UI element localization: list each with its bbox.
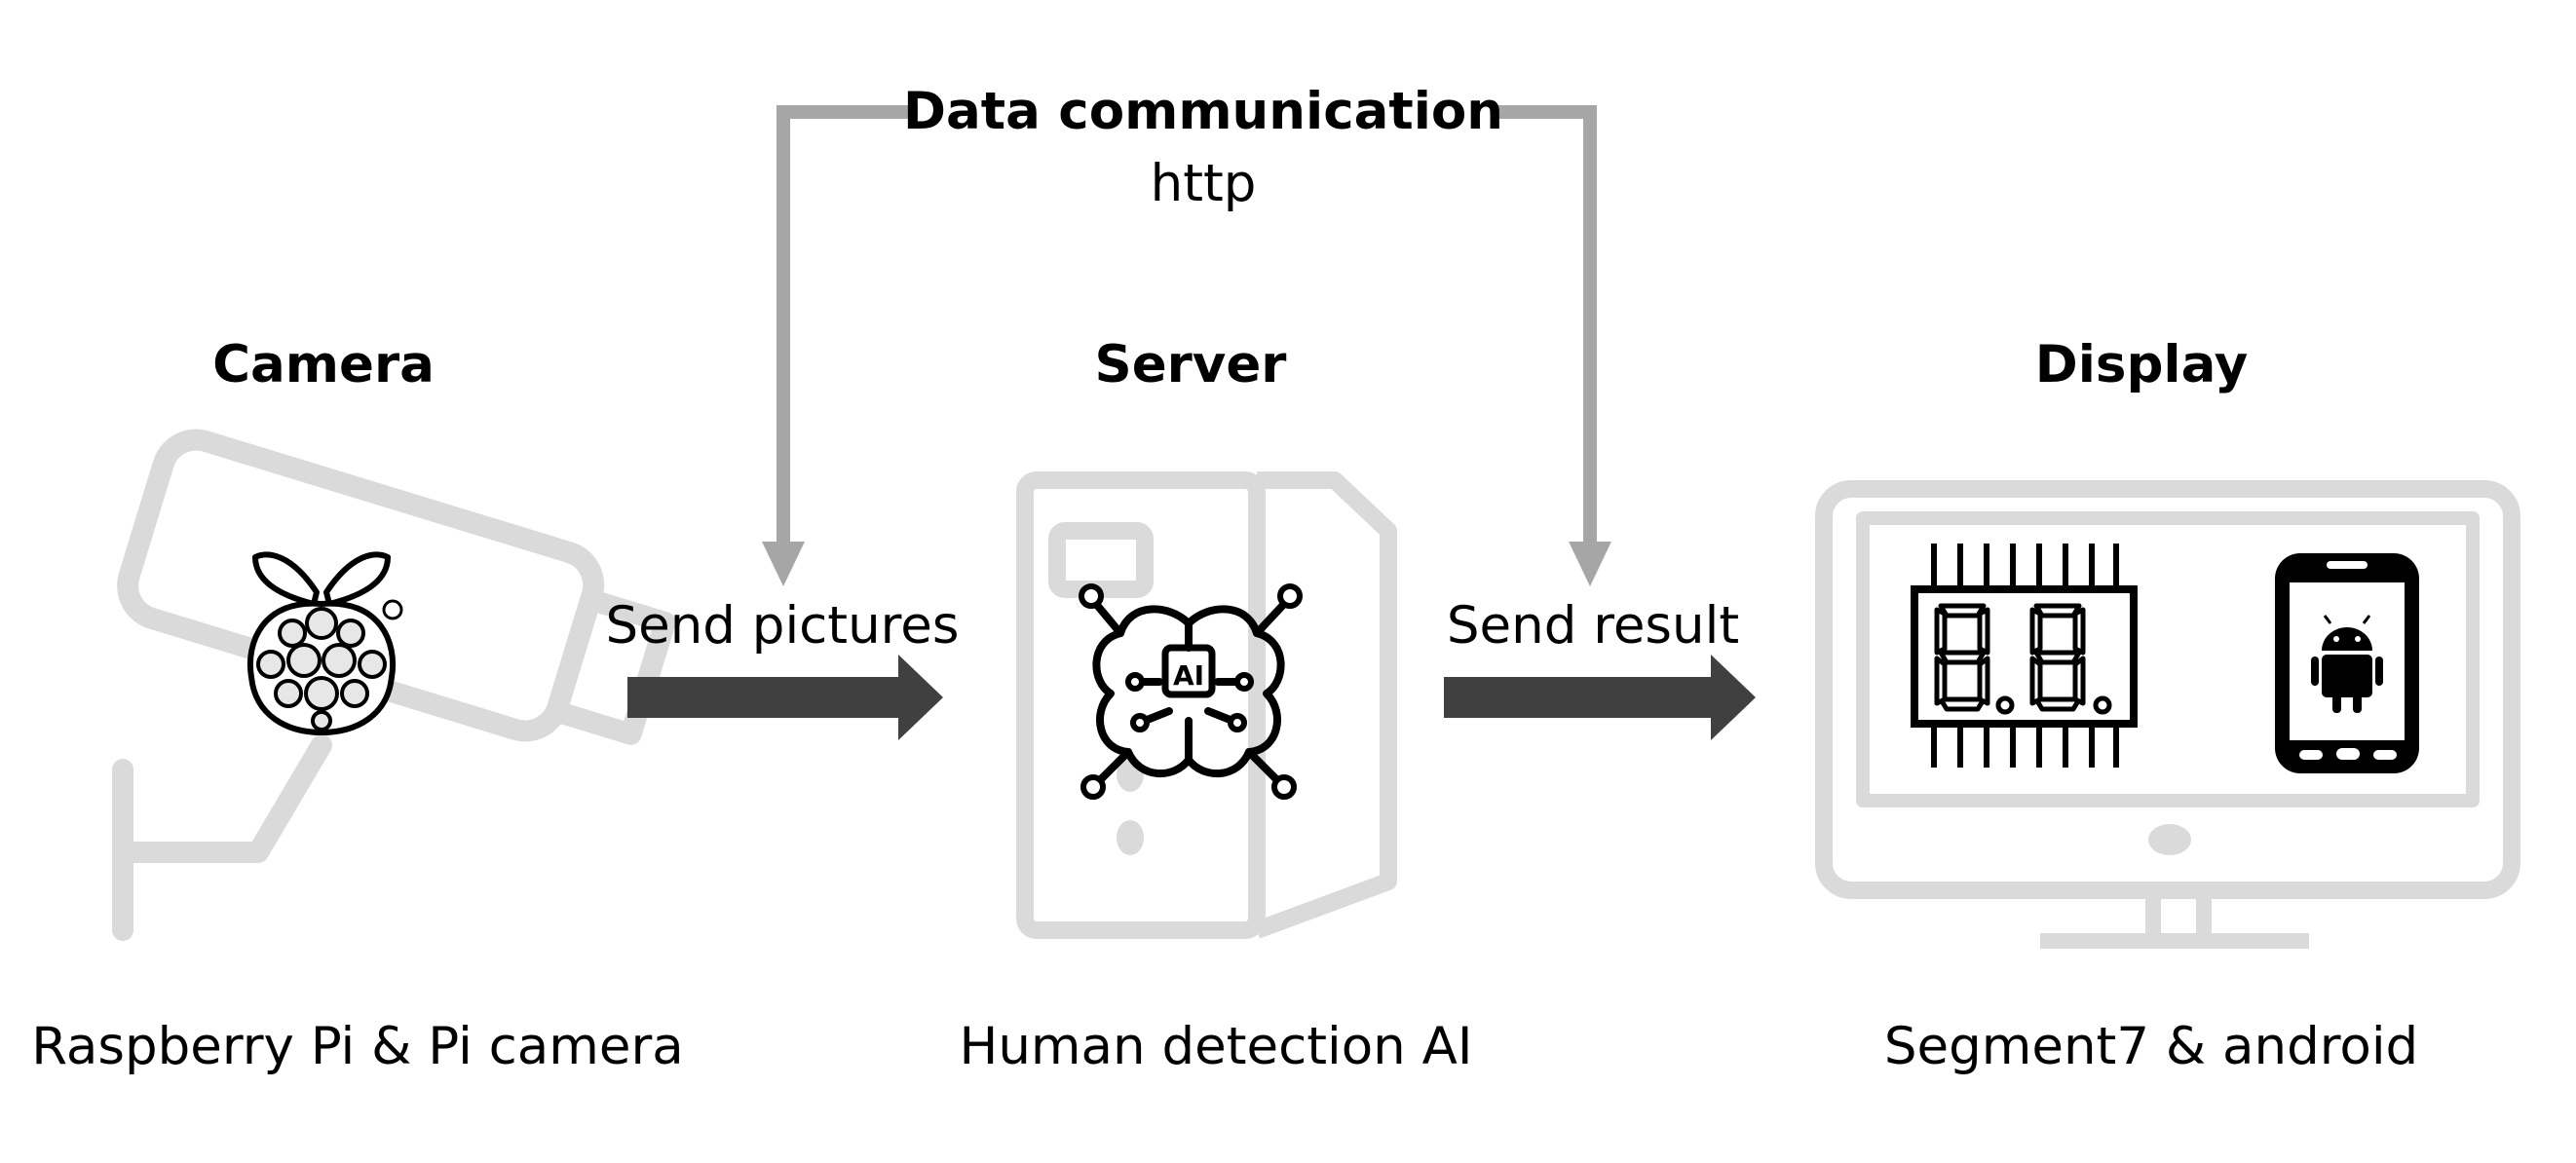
camera-caption: Raspberry Pi & Pi camera: [31, 1017, 684, 1076]
send-pictures-arrow: [627, 655, 943, 740]
server-tower-lights: [1117, 757, 1144, 855]
seven-segment-display-icon: [1911, 544, 2138, 768]
comm-arrowhead-right: [1569, 542, 1611, 586]
server-caption: Human detection AI: [959, 1017, 1473, 1076]
data-communication-connector: [777, 105, 1597, 545]
send-result-label: Send result: [1446, 596, 1740, 656]
comm-protocol: http: [1150, 154, 1257, 213]
security-camera-icon: [112, 429, 676, 941]
send-result-arrow: [1444, 655, 1756, 740]
display-caption: Segment7 & android: [1883, 1017, 2419, 1076]
server-title: Server: [1094, 335, 1287, 394]
camera-title: Camera: [212, 335, 435, 394]
comm-arrowhead-left: [762, 542, 805, 586]
monitor-icon: [1815, 480, 2520, 949]
server-tower-icon: [1016, 471, 1397, 939]
monitor-power-led: [2148, 824, 2191, 855]
display-title: Display: [2034, 335, 2249, 394]
send-pictures-label: Send pictures: [605, 596, 960, 656]
android-phone-icon: [2275, 553, 2419, 773]
ai-circuit-nodes: [1079, 583, 1303, 800]
comm-line-left: [777, 105, 918, 545]
comm-title: Data communication: [902, 82, 1504, 141]
raspberry-pi-logo-icon: [247, 551, 403, 735]
ai-brain-circuit-icon: [1092, 600, 1288, 783]
comm-line-right: [1491, 105, 1597, 545]
ai-chip-text: AI: [1173, 659, 1204, 692]
